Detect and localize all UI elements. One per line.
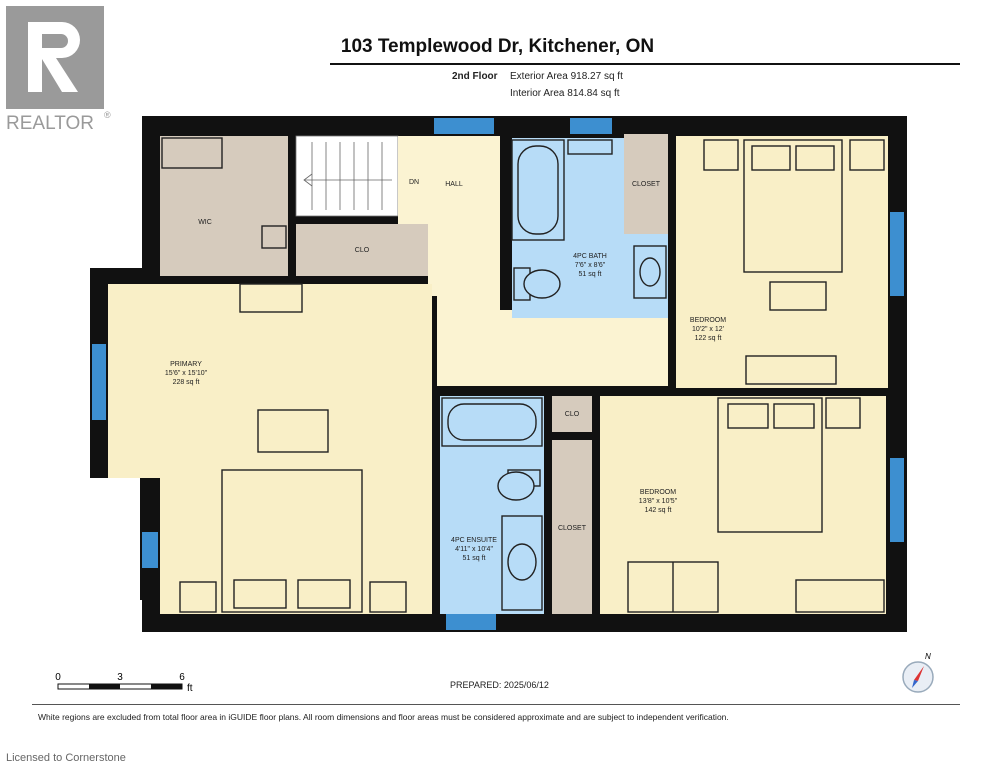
scale-tick-3: 3: [117, 672, 123, 683]
wic-label: WIC: [198, 219, 212, 226]
bedroom1-area: 122 sq ft: [695, 335, 722, 342]
bedroom1-name: BEDROOM: [690, 317, 726, 324]
scale-unit: ft: [187, 683, 193, 694]
title-divider: [330, 63, 960, 65]
stairs: [295, 135, 399, 217]
primary-area: 228 sq ft: [173, 379, 200, 386]
bedroom1-dims: 10'2" x 12': [692, 326, 724, 333]
hall-room: [398, 136, 668, 386]
clo-mid-room: [552, 396, 592, 432]
bedroom2-name: BEDROOM: [640, 489, 676, 496]
bedroom2-area: 142 sq ft: [645, 507, 672, 514]
furniture: [161, 137, 885, 613]
bath-name: 4PC BATH: [573, 253, 607, 260]
clo-mid-label: CLO: [565, 411, 580, 418]
realtor-logo: REALTOR ®: [0, 0, 120, 134]
stair-treads: [303, 142, 392, 210]
bath-area: 51 sq ft: [579, 271, 602, 278]
closet-mid-room: [552, 440, 592, 614]
closet-mid-label: CLOSET: [558, 525, 587, 532]
hall-label: HALL: [445, 181, 463, 188]
primary-dims: 15'6" x 15'10": [165, 370, 208, 377]
ensuite-dims: 4'11" x 10'4": [455, 546, 493, 553]
clo-top-room: [296, 224, 428, 276]
disclaimer-text: White regions are excluded from total fl…: [38, 712, 729, 722]
closet-top-label: CLOSET: [632, 181, 661, 188]
realtor-wordmark: REALTOR: [6, 113, 94, 134]
ensuite-name: 4PC ENSUITE: [451, 537, 497, 544]
scale-tick-6: 6: [179, 672, 185, 683]
scale-bar: 0 3 6 ft: [55, 672, 193, 694]
interior-area: Interior Area 814.84 sq ft: [510, 88, 620, 99]
prepared-date: PREPARED: 2025/06/12: [450, 680, 549, 690]
license-watermark: Licensed to Cornerstone: [6, 752, 126, 764]
exterior-area: Exterior Area 918.27 sq ft: [510, 71, 623, 82]
compass-north-label: N: [925, 652, 931, 661]
footer-divider: [32, 704, 960, 705]
bath-dims: 7'6" x 8'6": [575, 262, 606, 269]
compass-icon: N: [902, 652, 934, 693]
floor-label: 2nd Floor: [452, 71, 498, 82]
primary-name: PRIMARY: [170, 361, 202, 368]
registered-mark: ®: [104, 110, 111, 120]
stairs-down-label: DN: [409, 179, 419, 186]
closet-top-room: [624, 134, 668, 234]
bedroom2-dims: 13'8" x 10'5": [639, 498, 678, 505]
ensuite-area: 51 sq ft: [463, 555, 486, 562]
windows: [92, 118, 904, 630]
page-title: 103 Templewood Dr, Kitchener, ON: [340, 36, 655, 57]
bath-fixtures: [441, 139, 667, 611]
scale-tick-0: 0: [55, 672, 61, 683]
clo-top-label: CLO: [355, 247, 370, 254]
